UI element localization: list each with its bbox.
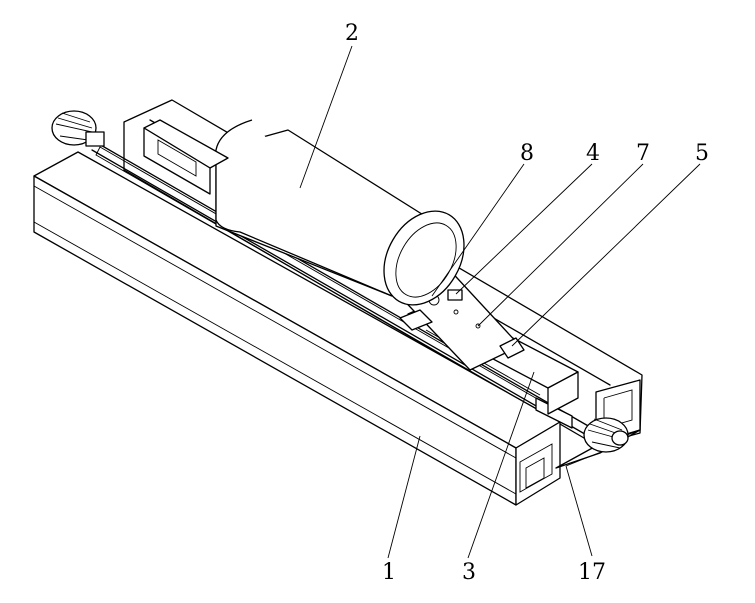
base-beam bbox=[33, 151, 561, 506]
label-1: 1 bbox=[382, 560, 396, 585]
cylinder bbox=[215, 119, 465, 306]
label-2: 2 bbox=[345, 21, 359, 46]
label-3: 3 bbox=[462, 560, 476, 585]
label-4: 4 bbox=[586, 141, 600, 166]
callout-labels: 2 8 4 7 5 1 3 17 bbox=[345, 21, 709, 585]
leader-lines bbox=[299, 45, 701, 559]
label-8: 8 bbox=[520, 141, 534, 166]
lead-screw bbox=[91, 139, 591, 438]
label-17: 17 bbox=[578, 560, 606, 585]
left-block bbox=[143, 119, 229, 195]
knob-right bbox=[583, 417, 629, 453]
label-7: 7 bbox=[636, 141, 650, 166]
label-5: 5 bbox=[695, 141, 709, 166]
knob-left bbox=[51, 110, 105, 147]
